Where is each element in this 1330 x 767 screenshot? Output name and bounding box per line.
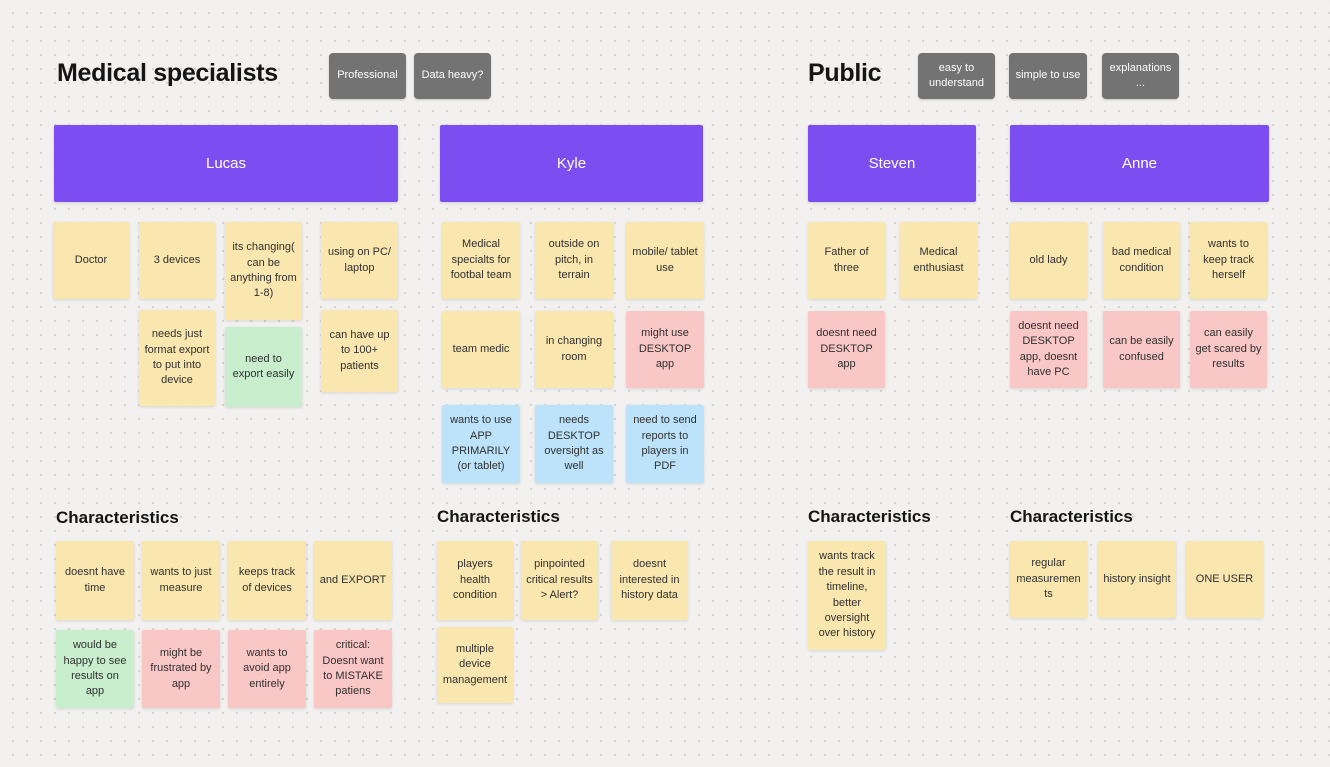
sticky-note[interactable]: wants to keep track herself [1190, 222, 1267, 299]
sticky-note[interactable]: can easily get scared by results [1190, 311, 1267, 388]
sticky-note[interactable]: team medic [442, 311, 520, 388]
persona-header-kyle[interactable]: Kyle [440, 125, 703, 202]
sticky-note[interactable]: can have up to 100+ patients [321, 310, 398, 392]
group-tag[interactable]: explanations ... [1102, 53, 1179, 99]
sticky-note[interactable]: doesnt have time [56, 541, 134, 620]
sticky-note[interactable]: ONE USER [1186, 541, 1263, 618]
sticky-note[interactable]: Doctor [53, 222, 129, 299]
sticky-note[interactable]: doesnt need DESKTOP app [808, 311, 885, 388]
group-tag[interactable]: Professional [329, 53, 406, 99]
characteristics-label[interactable]: Characteristics [56, 508, 179, 527]
sticky-note[interactable]: Father of three [808, 222, 885, 299]
sticky-note[interactable]: using on PC/ laptop [321, 222, 398, 299]
sticky-note[interactable]: multiple device management [437, 627, 513, 703]
sticky-note[interactable]: doesnt need DESKTOP app, doesnt have PC [1010, 311, 1087, 388]
group-tag[interactable]: simple to use [1009, 53, 1087, 99]
persona-header-anne[interactable]: Anne [1010, 125, 1269, 202]
characteristics-label[interactable]: Characteristics [437, 507, 560, 526]
sticky-note[interactable]: old lady [1010, 222, 1087, 299]
sticky-note[interactable]: wants track the result in timeline, bett… [808, 541, 886, 650]
persona-header-lucas[interactable]: Lucas [54, 125, 398, 202]
sticky-note[interactable]: might use DESKTOP app [626, 311, 704, 388]
group-title-medical-specialists[interactable]: Medical specialists [57, 59, 278, 87]
sticky-note[interactable]: might be frustrated by app [142, 630, 220, 708]
sticky-note[interactable]: keeps track of devices [228, 541, 306, 620]
sticky-note[interactable]: need to send reports to players in PDF [626, 405, 704, 483]
sticky-note[interactable]: critical: Doesnt want to MISTAKE patiens [314, 630, 392, 708]
sticky-note[interactable]: in changing room [535, 311, 613, 388]
sticky-note[interactable]: Medical enthusiast [900, 222, 977, 299]
sticky-note[interactable]: need to export easily [225, 327, 302, 407]
sticky-note[interactable]: and EXPORT [314, 541, 392, 620]
sticky-note[interactable]: wants to avoid app entirely [228, 630, 306, 708]
characteristics-label[interactable]: Characteristics [1010, 507, 1133, 526]
sticky-note[interactable]: 3 devices [139, 222, 215, 299]
sticky-note[interactable]: wants to use APP PRIMARILY (or tablet) [442, 405, 520, 483]
sticky-note[interactable]: players health condition [437, 541, 513, 620]
sticky-note[interactable]: regular measurements [1010, 541, 1087, 618]
characteristics-label[interactable]: Characteristics [808, 507, 931, 526]
group-tag[interactable]: easy to understand [918, 53, 995, 99]
sticky-note[interactable]: history insight [1098, 541, 1176, 618]
sticky-note[interactable]: bad medical condition [1103, 222, 1180, 299]
sticky-note[interactable]: its changing( can be anything from 1-8) [225, 222, 302, 320]
sticky-note[interactable]: pinpointed critical results > Alert? [521, 541, 598, 620]
sticky-note[interactable]: outside on pitch, in terrain [535, 222, 613, 299]
sticky-note[interactable]: would be happy to see results on app [56, 630, 134, 708]
sticky-note[interactable]: can be easily confused [1103, 311, 1180, 388]
sticky-note[interactable]: wants to just measure [142, 541, 220, 620]
sticky-note[interactable]: mobile/ tablet use [626, 222, 704, 299]
persona-header-steven[interactable]: Steven [808, 125, 976, 202]
sticky-note[interactable]: doesnt interested in history data [611, 541, 688, 620]
sticky-note[interactable]: Medical specialts for footbal team [442, 222, 520, 299]
group-title-public[interactable]: Public [808, 59, 882, 87]
group-tag[interactable]: Data heavy? [414, 53, 491, 99]
sticky-note[interactable]: needs DESKTOP oversight as well [535, 405, 613, 483]
sticky-note[interactable]: needs just format export to put into dev… [139, 310, 215, 406]
